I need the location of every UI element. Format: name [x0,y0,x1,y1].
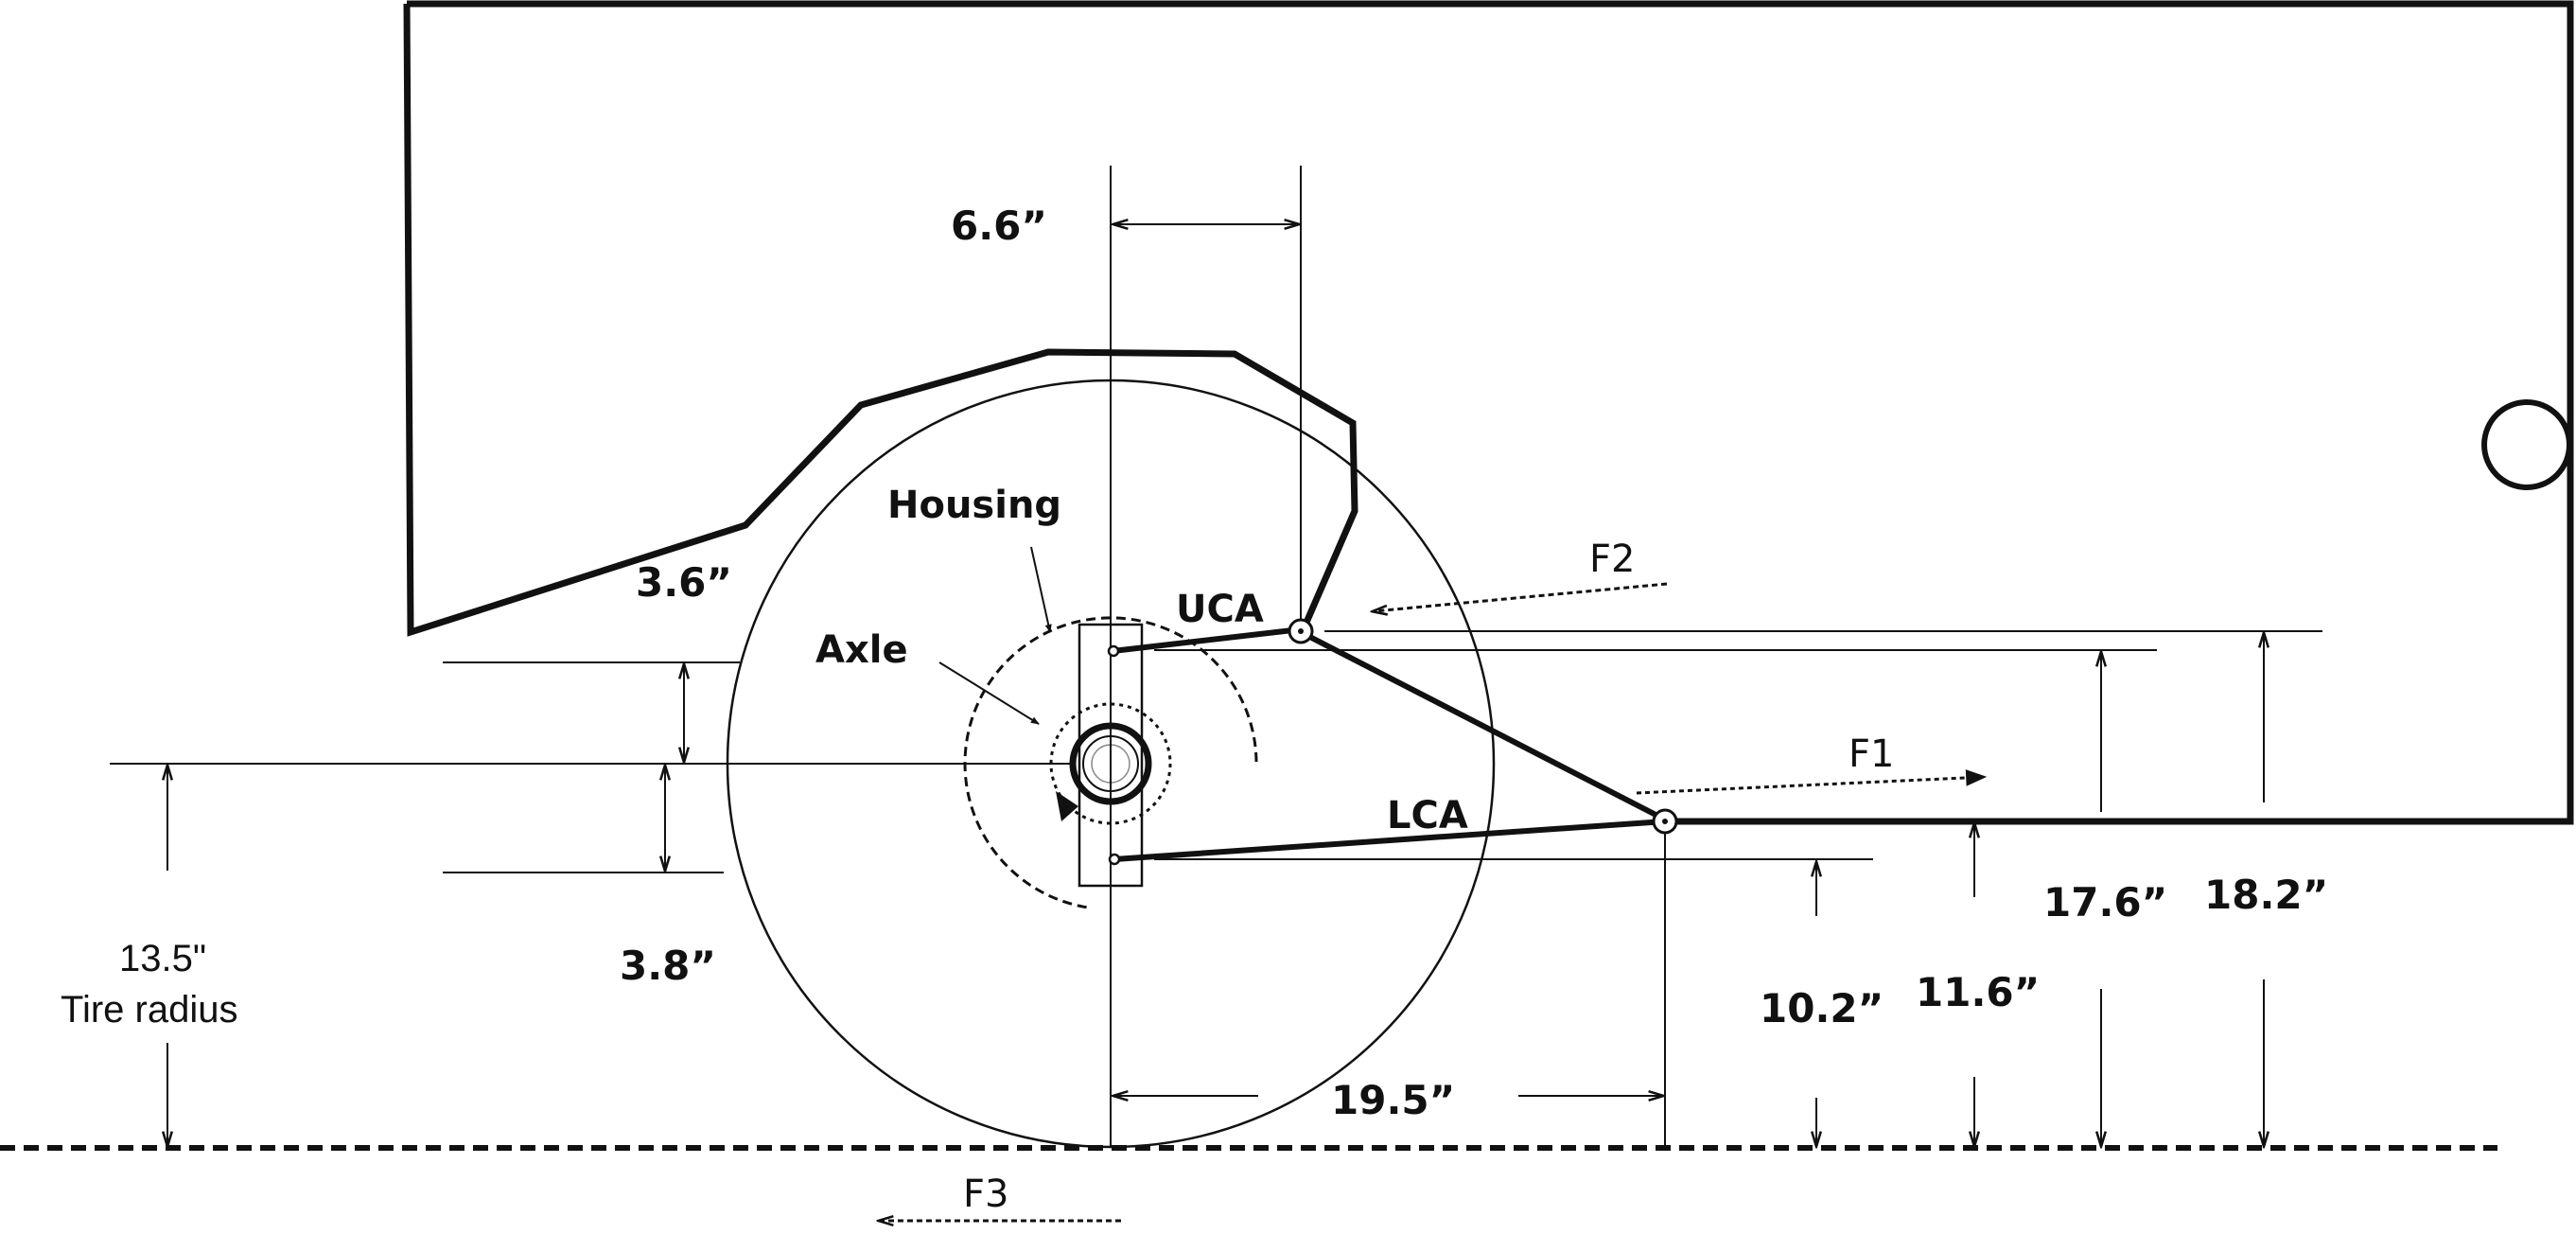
axle-pointer-arrow [938,661,1040,725]
axle-dotted-ring [1049,702,1172,825]
uca-arm [1112,626,1302,654]
dim-6-6-label: 6.6” [951,203,1047,249]
dim-3-8-label: 3.8” [620,943,716,989]
housing-pointer-arrow [1030,546,1052,633]
f1-force-arrow [1636,769,1988,795]
dim-11-6-label: 11.6” [1916,969,2040,1015]
lca-axle-pivot [1108,853,1121,866]
dim-18-2-label: 18.2” [2204,872,2328,918]
uca-axle-pivot [1107,644,1120,658]
f1-label: F1 [1849,732,1894,776]
chassis-outline [403,0,2574,825]
f3-label: F3 [963,1172,1008,1216]
tire-radius-value: 13.5" [119,938,206,979]
dim-10-2-label: 10.2” [1760,985,1884,1031]
uca-chassis-pivot-dot [1298,628,1304,634]
tire-radius-label: Tire radius [61,989,237,1031]
axle-label: Axle [815,628,908,672]
uca-label: UCA [1176,588,1264,631]
f2-label: F2 [1589,538,1635,581]
dim-17-6-label: 17.6” [2043,879,2167,926]
lca-label: LCA [1387,794,1468,837]
axle-rotation-arrowhead [1056,791,1078,821]
f2-force-arrow [1374,582,1668,611]
dim-3-6-label: 3.6” [636,559,732,606]
lca-chassis-pivot-dot [1662,819,1668,824]
housing-label: Housing [887,484,1061,527]
dim-19-5-label: 19.5” [1331,1077,1455,1123]
hitch-circle [2481,399,2572,490]
uca-lca-link [1299,629,1667,822]
lca-arm [1113,819,1666,862]
